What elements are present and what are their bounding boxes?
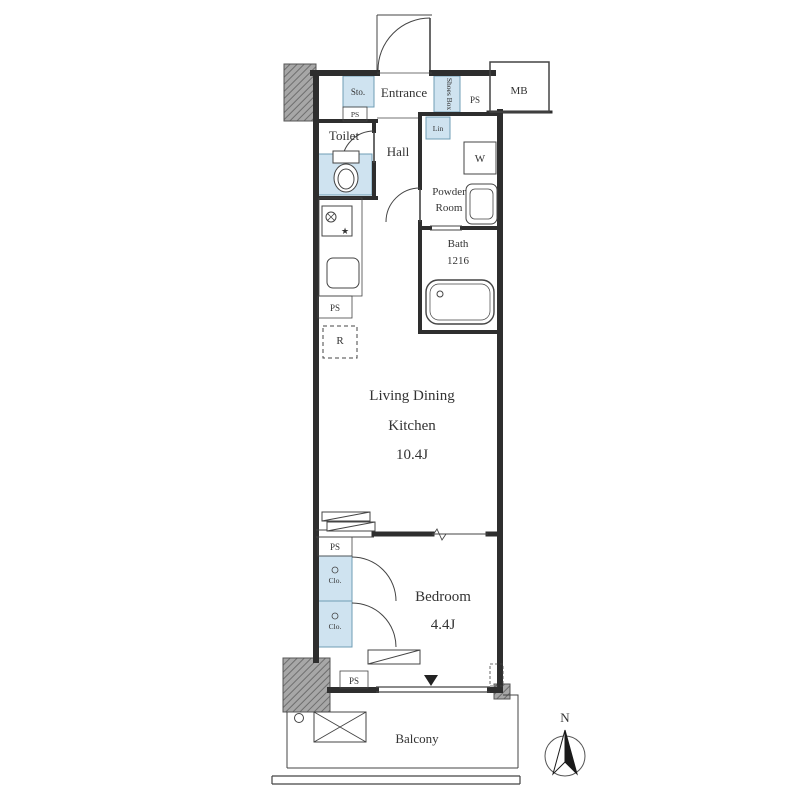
- ps-label-bottom: PS: [349, 676, 359, 686]
- sliding-panel-3-diag: [367, 649, 421, 665]
- bathtub-faucet: [436, 290, 444, 298]
- ps-box-bottom: [339, 670, 369, 689]
- meter-box-outline: [489, 61, 550, 113]
- toilet-tank: [332, 150, 360, 164]
- toilet-label: Toilet: [329, 128, 360, 143]
- sto-label: Sto.: [351, 87, 365, 97]
- powder-room-label-2: Room: [436, 202, 463, 214]
- entrance-label: Entrance: [381, 85, 427, 100]
- vanity-basin: [469, 188, 494, 220]
- kitchen-counter: [318, 197, 363, 297]
- balcony-window-lines: [376, 686, 490, 693]
- shoes-box-label: Shoes Box: [445, 78, 454, 111]
- bath-size-label: 1216: [447, 255, 470, 267]
- compass: N: [544, 710, 586, 777]
- ldk-label-1: Living Dining: [369, 388, 455, 404]
- powder-room-label-1: Powder: [432, 186, 466, 198]
- labels: Sto. Entrance Shoes Box PS PS MB Toilet …: [329, 78, 528, 746]
- balcony-right-line: [503, 694, 519, 768]
- bath-label: Bath: [448, 238, 469, 250]
- balcony-label: Balcony: [395, 731, 439, 746]
- bathtub-inner: [429, 283, 491, 321]
- refrigerator-label: R: [336, 335, 344, 347]
- powder-door-arc: [385, 187, 421, 223]
- compass-north-label: N: [560, 710, 570, 725]
- ps-label-closet: PS: [330, 542, 340, 552]
- balcony-hatch-box: [313, 711, 367, 743]
- divider-opening-symbol: [432, 528, 447, 541]
- column-bottom-left: [282, 657, 331, 713]
- washer-label: W: [475, 153, 486, 165]
- linen-label: Lin: [433, 124, 444, 133]
- sliding-panel-2-diag: [326, 521, 376, 532]
- balcony-railing-lines: [271, 775, 521, 785]
- dashed-equipment-box: [489, 663, 504, 687]
- bedroom-label: Bedroom: [415, 589, 471, 605]
- bedroom-size-label: 4.4J: [431, 617, 456, 633]
- stove-burner: [325, 211, 337, 223]
- mb-label: MB: [510, 85, 527, 97]
- washer-space: [463, 141, 497, 175]
- bathtub: [425, 279, 495, 325]
- bath-door-lines: [430, 225, 462, 231]
- ps-box-entrance: [342, 106, 368, 122]
- closet-bottom-pipe-symbol: [331, 612, 339, 620]
- closet-bottom-label: Clo.: [329, 622, 342, 631]
- entrance-door-arc: [377, 17, 431, 71]
- walls: [310, 70, 553, 693]
- sliding-door-panels: [321, 511, 421, 665]
- ps-label-kitchen: PS: [330, 303, 340, 313]
- kitchen-sink: [326, 257, 360, 289]
- compass-needle-east: [564, 729, 578, 776]
- vanity-outline: [465, 183, 498, 225]
- stove-outline: [321, 205, 353, 237]
- ldk-label-2: Kitchen: [388, 418, 436, 434]
- refrigerator-space: [322, 325, 358, 359]
- ldk-size-label: 10.4J: [396, 447, 428, 463]
- closet-bottom-door-arc: [351, 602, 397, 648]
- closet-bottom-area: [317, 600, 353, 648]
- toilet-bowl-inner: [337, 168, 355, 190]
- balcony-hatch-x: [313, 711, 367, 743]
- storage-sto-area: [342, 75, 375, 108]
- closet-top-pipe-symbol: [331, 566, 339, 574]
- balcony-drain: [294, 713, 304, 723]
- closet-top-area: [317, 555, 353, 602]
- ps-label-entrance: PS: [351, 110, 359, 119]
- stove-star-icon: ★: [341, 226, 349, 236]
- thin-lines: [271, 14, 550, 785]
- linen-area: [425, 116, 451, 140]
- sliding-panel-1-diag: [321, 511, 371, 522]
- balcony-access-triangle: [424, 675, 438, 686]
- ps-label-top-right: PS: [470, 95, 480, 105]
- stove-burner-cross: [327, 213, 335, 221]
- closet-top-label: Clo.: [329, 576, 342, 585]
- hall-label: Hall: [387, 144, 410, 159]
- closet-top-door-arc: [351, 556, 397, 602]
